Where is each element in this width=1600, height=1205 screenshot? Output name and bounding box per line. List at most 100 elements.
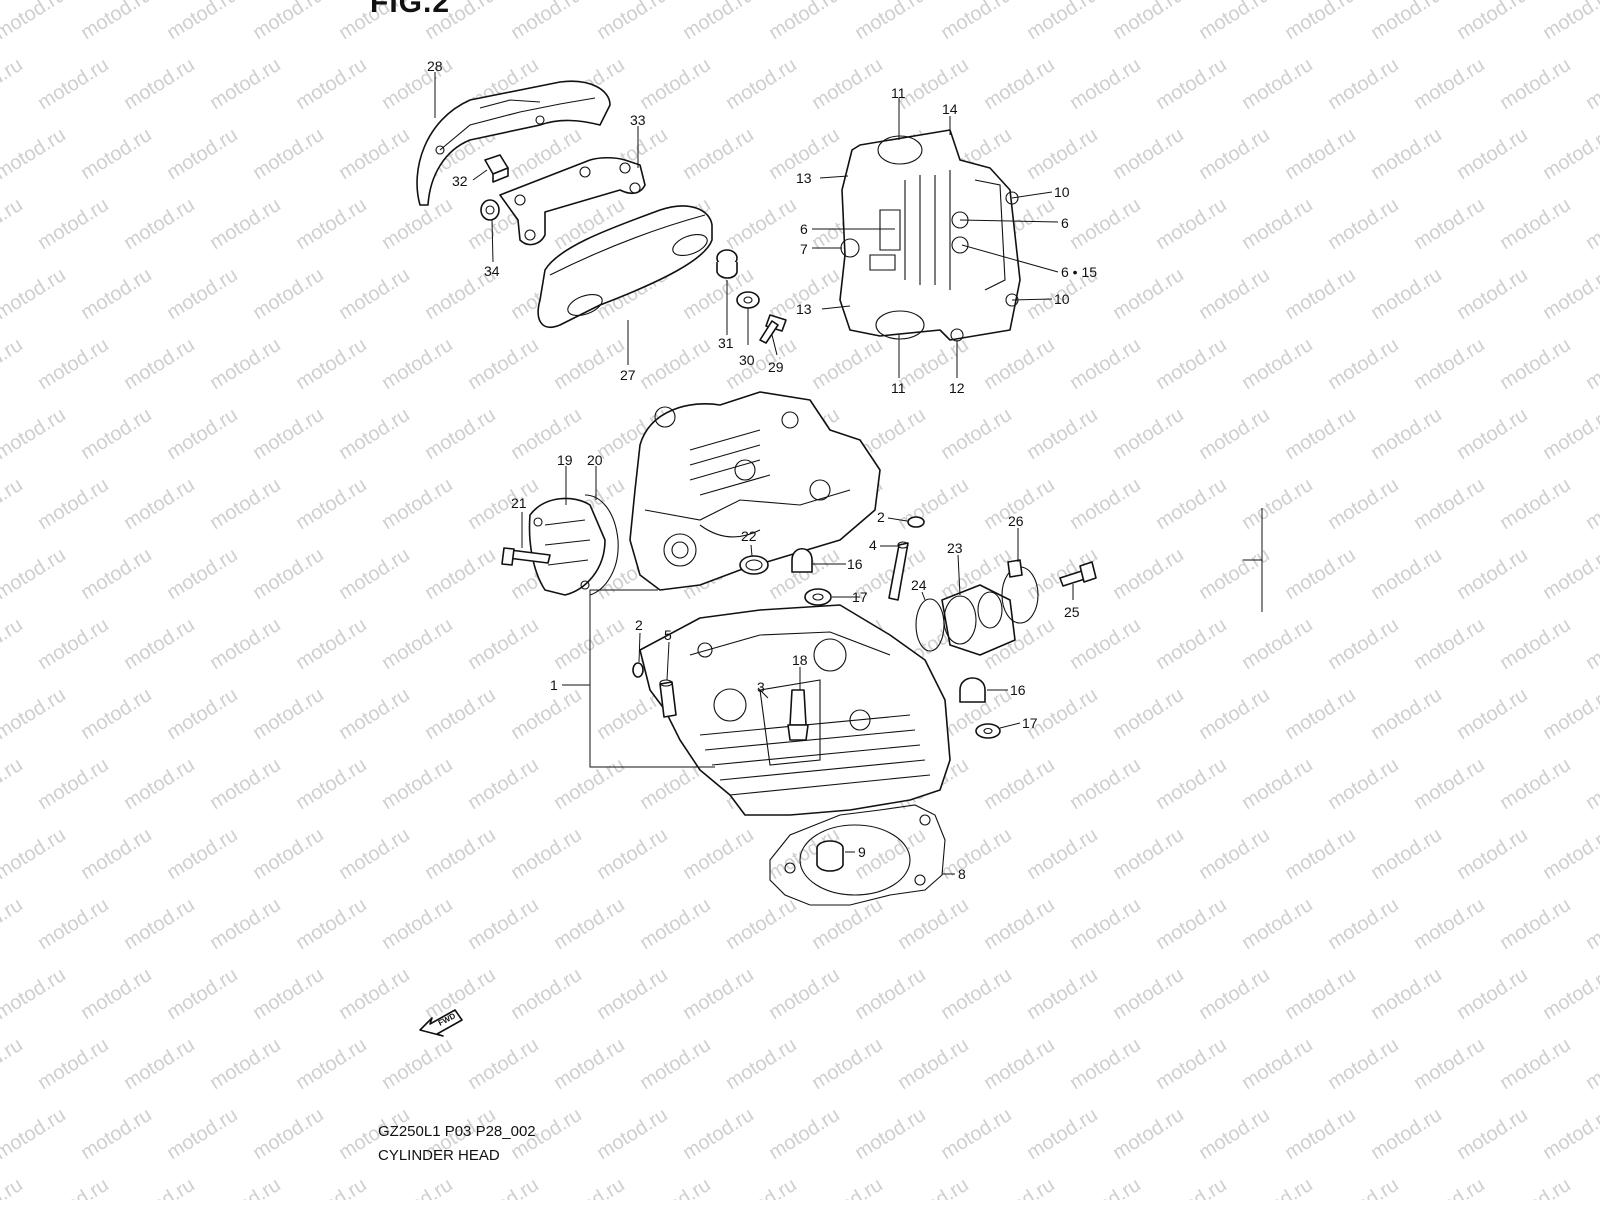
watermark-text: motod.ru bbox=[1539, 0, 1600, 44]
callout-6-15: 6 • 15 bbox=[1061, 264, 1097, 280]
figure-title: FIG.2 bbox=[370, 0, 451, 19]
watermark-text: motod.ru bbox=[550, 894, 629, 954]
washer-17-upper bbox=[804, 588, 832, 606]
watermark-text: motod.ru bbox=[378, 474, 457, 534]
watermark-text: motod.ru bbox=[851, 964, 930, 1024]
watermark-text: motod.ru bbox=[894, 54, 973, 114]
watermark-text: motod.ru bbox=[1539, 684, 1600, 744]
watermark-text: motod.ru bbox=[34, 754, 113, 814]
washer-30 bbox=[736, 291, 760, 309]
watermark-text: motod.ru bbox=[507, 0, 586, 44]
watermark-text: motod.ru bbox=[1066, 614, 1145, 674]
watermark-text: motod.ru bbox=[1539, 544, 1600, 604]
watermark-text: motod.ru bbox=[1066, 54, 1145, 114]
watermark-text: motod.ru bbox=[808, 54, 887, 114]
diagram-caption: CYLINDER HEAD bbox=[378, 1147, 500, 1164]
watermark-text: motod.ru bbox=[34, 1174, 113, 1200]
watermark-text: motod.ru bbox=[1410, 334, 1489, 394]
watermark-text: motod.ru bbox=[249, 964, 328, 1024]
watermark-text: motod.ru bbox=[292, 614, 371, 674]
watermark-text: motod.ru bbox=[1152, 54, 1231, 114]
watermark-text: motod.ru bbox=[937, 0, 1016, 44]
watermark-text: motod.ru bbox=[1238, 194, 1317, 254]
watermark-text: motod.ru bbox=[636, 1034, 715, 1094]
watermark-text: motod.ru bbox=[1195, 124, 1274, 184]
callout-3: 3 bbox=[757, 679, 765, 695]
watermark-text: motod.ru bbox=[421, 404, 500, 464]
watermark-text: motod.ru bbox=[34, 1034, 113, 1094]
watermark-text: motod.ru bbox=[421, 824, 500, 884]
watermark-text: motod.ru bbox=[593, 0, 672, 44]
watermark-text: motod.ru bbox=[77, 544, 156, 604]
watermark-text: motod.ru bbox=[464, 894, 543, 954]
watermark-text: motod.ru bbox=[1066, 894, 1145, 954]
watermark-text: motod.ru bbox=[421, 684, 500, 744]
watermark-text: motod.ru bbox=[120, 1174, 199, 1200]
watermark-text: motod.ru bbox=[0, 54, 27, 114]
callout-28: 28 bbox=[427, 58, 443, 74]
watermark-text: motod.ru bbox=[77, 404, 156, 464]
cap-nut-16-lower bbox=[959, 677, 986, 703]
watermark-text: motod.ru bbox=[851, 0, 930, 44]
watermark-text: motod.ru bbox=[937, 404, 1016, 464]
callout-26: 26 bbox=[1008, 513, 1024, 529]
watermark-text: motod.ru bbox=[550, 1034, 629, 1094]
watermark-text: motod.ru bbox=[1496, 754, 1575, 814]
watermark-text: motod.ru bbox=[34, 474, 113, 534]
watermark-text: motod.ru bbox=[163, 124, 242, 184]
watermark-text: motod.ru bbox=[1453, 0, 1532, 44]
watermark-text: motod.ru bbox=[1281, 824, 1360, 884]
watermark-text: motod.ru bbox=[1367, 404, 1446, 464]
diagram-code: GZ250L1 P03 P28_002 bbox=[378, 1123, 536, 1140]
callout-11-bottom: 11 bbox=[891, 380, 906, 396]
watermark-text: motod.ru bbox=[550, 614, 629, 674]
watermark-text: motod.ru bbox=[249, 1104, 328, 1164]
watermark-text: motod.ru bbox=[335, 264, 414, 324]
oil-pipe-5 bbox=[659, 679, 677, 718]
watermark-text: motod.ru bbox=[464, 1174, 543, 1200]
callout-16-lower: 16 bbox=[1010, 682, 1026, 698]
oil-pipe-4 bbox=[888, 541, 909, 601]
cap-nut-16-upper bbox=[791, 547, 813, 573]
watermark-text: motod.ru bbox=[679, 964, 758, 1024]
watermark-text: motod.ru bbox=[1367, 824, 1446, 884]
callout-30: 30 bbox=[739, 352, 755, 368]
watermark-text: motod.ru bbox=[34, 894, 113, 954]
watermark-text: motod.ru bbox=[1281, 684, 1360, 744]
watermark-text: motod.ru bbox=[421, 544, 500, 604]
watermark-text: motod.ru bbox=[1453, 404, 1532, 464]
watermark-text: motod.ru bbox=[1324, 54, 1403, 114]
watermark-text: motod.ru bbox=[636, 334, 715, 394]
watermark-text: motod.ru bbox=[335, 964, 414, 1024]
watermark-text: motod.ru bbox=[1367, 964, 1446, 1024]
watermark-text: motod.ru bbox=[1324, 474, 1403, 534]
watermark-text: motod.ru bbox=[249, 404, 328, 464]
callout-25: 25 bbox=[1064, 604, 1080, 620]
watermark-text: motod.ru bbox=[1410, 194, 1489, 254]
watermark-text: motod.ru bbox=[1066, 194, 1145, 254]
callout-17-lower: 17 bbox=[1022, 715, 1038, 731]
watermark-text: motod.ru bbox=[0, 404, 70, 464]
head-gasket-8 bbox=[769, 804, 946, 906]
watermark-text: motod.ru bbox=[1109, 964, 1188, 1024]
washer-17-lower bbox=[975, 723, 1001, 739]
watermark-text: motod.ru bbox=[1195, 684, 1274, 744]
watermark-text: motod.ru bbox=[1410, 754, 1489, 814]
watermark-text: motod.ru bbox=[937, 964, 1016, 1024]
watermark-text: motod.ru bbox=[1453, 1104, 1532, 1164]
callout-8: 8 bbox=[958, 866, 966, 882]
watermark-text: motod.ru bbox=[206, 54, 285, 114]
watermark-text: motod.ru bbox=[0, 824, 70, 884]
watermark-text: motod.ru bbox=[1023, 964, 1102, 1024]
watermark-text: motod.ru bbox=[1281, 404, 1360, 464]
callout-1: 1 bbox=[550, 677, 558, 693]
watermark-text: motod.ru bbox=[1281, 964, 1360, 1024]
watermark-text: motod.ru bbox=[1281, 0, 1360, 44]
watermark-text: motod.ru bbox=[206, 614, 285, 674]
watermark-text: motod.ru bbox=[808, 334, 887, 394]
watermark-text: motod.ru bbox=[1281, 264, 1360, 324]
watermark-text: motod.ru bbox=[1238, 334, 1317, 394]
watermark-text: motod.ru bbox=[378, 614, 457, 674]
watermark-text: motod.ru bbox=[249, 264, 328, 324]
callout-22: 22 bbox=[741, 528, 757, 544]
